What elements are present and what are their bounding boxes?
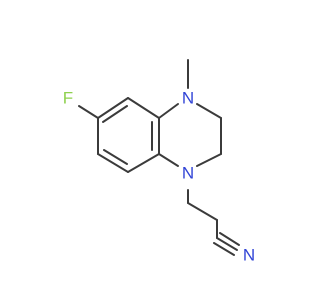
bond-ring-c5-c6 <box>97 153 129 173</box>
bond-nitrile-lower <box>213 242 235 256</box>
bond-chain-2 <box>187 202 218 221</box>
bond-ring-c4-c5 <box>127 153 160 173</box>
nitrile-nitrogen-atom-label: N <box>243 245 255 264</box>
bond-ring-c1-c2 <box>97 97 129 119</box>
bond-n-chain-c4 <box>158 153 179 167</box>
bond-nitrile-upper <box>219 232 240 246</box>
bond-nitrile-main <box>216 237 238 251</box>
structure-canvas: F N N N <box>62 59 256 265</box>
methyl-nitrogen-atom-label: N <box>182 88 194 107</box>
bond-ring-c5-c6-inner <box>103 149 128 165</box>
bond-layer <box>78 59 240 256</box>
bond-n-methyl-ch2 <box>196 103 222 119</box>
bond-ring-c1-c2-inner <box>102 105 128 123</box>
bond-c3-n-methyl <box>158 103 179 119</box>
bond-aryl-fluorine <box>78 105 99 119</box>
chain-nitrogen-atom-label: N <box>182 163 194 182</box>
bond-ring-c2-c3 <box>127 97 160 119</box>
molecule-diagram: F N N N <box>63 59 255 264</box>
atom-label-layer: F N N N <box>63 88 255 264</box>
bond-ch2-n-chain <box>196 153 222 167</box>
fluorine-atom-label: F <box>63 88 73 107</box>
